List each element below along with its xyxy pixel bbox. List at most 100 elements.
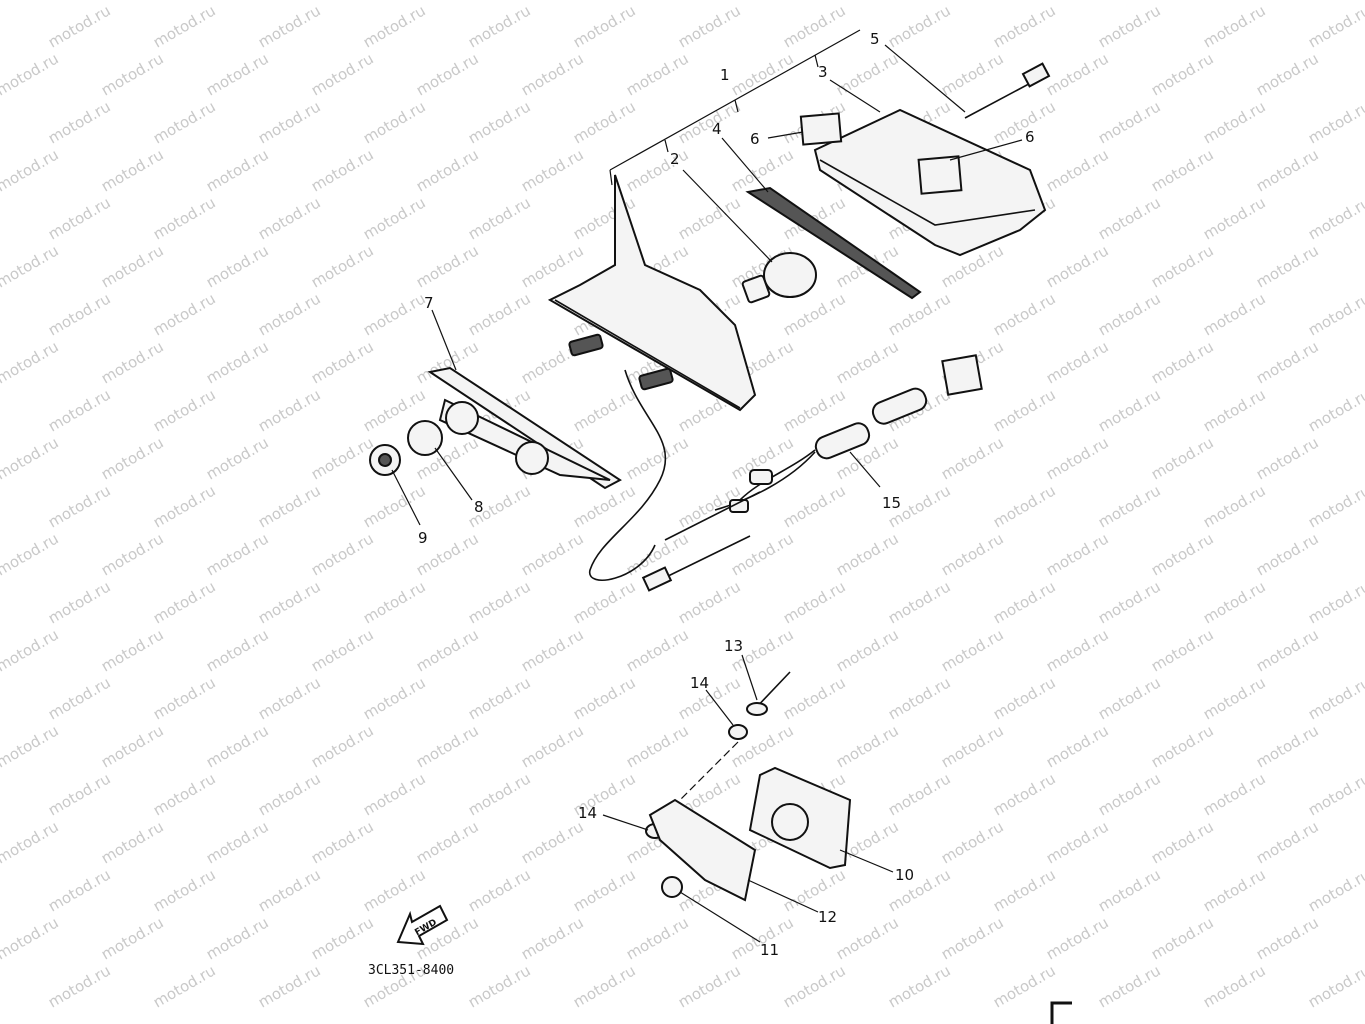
watermark-text: motod.ru xyxy=(1043,241,1112,291)
callout-13: 13 xyxy=(724,637,743,655)
watermark-text: motod.ru xyxy=(98,145,167,195)
watermark-text: motod.ru xyxy=(45,673,114,723)
watermark-text: motod.ru xyxy=(1043,145,1112,195)
watermark-text: motod.ru xyxy=(1200,385,1269,435)
callout-9: 9 xyxy=(418,529,428,547)
watermark-text: motod.ru xyxy=(833,0,902,3)
watermark-text: motod.ru xyxy=(255,481,324,531)
watermark-text: motod.ru xyxy=(255,193,324,243)
watermark-text: motod.ru xyxy=(990,1,1059,51)
watermark-text: motod.ru xyxy=(780,1,849,51)
watermark-text: motod.ru xyxy=(885,1,954,51)
watermark-text: motod.ru xyxy=(570,961,639,1011)
watermark-text: motod.ru xyxy=(518,529,587,579)
watermark-text: motod.ru xyxy=(938,721,1007,771)
watermark-text: motod.ru xyxy=(1253,913,1322,963)
wire xyxy=(664,491,761,541)
watermark-text: motod.ru xyxy=(308,625,377,675)
watermark-text: motod.ru xyxy=(308,49,377,99)
callout-labels: 1 2 3 4 5 6 6 7 8 9 10 11 12 13 14 14 15 xyxy=(418,30,1035,959)
watermark-text: motod.ru xyxy=(1200,577,1269,627)
wire-harness xyxy=(589,354,983,592)
watermark-text: motod.ru xyxy=(0,337,62,387)
watermark-text: motod.ru xyxy=(938,913,1007,963)
watermark-text: motod.ru xyxy=(255,97,324,147)
watermark-text: motod.ru xyxy=(570,481,639,531)
watermark-text: motod.ru xyxy=(1305,289,1365,339)
watermark-text: motod.ru xyxy=(465,865,534,915)
watermark-text: motod.ru xyxy=(360,577,429,627)
watermark-text: motod.ru xyxy=(1095,769,1164,819)
watermark-text: motod.ru xyxy=(833,337,902,387)
wire xyxy=(739,449,816,501)
watermark-text: motod.ru xyxy=(1305,961,1365,1011)
watermark-text: motod.ru xyxy=(203,145,272,195)
watermark-text: motod.ru xyxy=(465,577,534,627)
watermark-text: motod.ru xyxy=(1200,865,1269,915)
watermark-text: motod.ru xyxy=(1305,481,1365,531)
watermark-text: motod.ru xyxy=(885,673,954,723)
wire-terminal xyxy=(729,499,749,513)
leader-6b xyxy=(949,139,1023,161)
watermark-text: motod.ru xyxy=(570,673,639,723)
bulb xyxy=(407,420,443,456)
callout-8: 8 xyxy=(474,498,484,516)
wire xyxy=(659,535,751,581)
leader-11 xyxy=(679,891,761,943)
watermark-text: motod.ru xyxy=(465,961,534,1011)
leader-13 xyxy=(741,654,758,701)
watermark-text: motod.ru xyxy=(1200,1,1269,51)
watermark-text: motod.ru xyxy=(465,1,534,51)
watermark-text: motod.ru xyxy=(1095,481,1164,531)
leader-4 xyxy=(721,137,769,193)
watermark-text: motod.ru xyxy=(1043,817,1112,867)
watermark-text: motod.ru xyxy=(150,193,219,243)
wire-sleeve xyxy=(814,422,871,460)
lens-clip xyxy=(799,112,843,146)
leader-14b xyxy=(602,814,649,831)
watermark-text: motod.ru xyxy=(833,721,902,771)
lens-edge xyxy=(819,159,1036,226)
leader-3 xyxy=(829,79,881,113)
callout-12: 12 xyxy=(818,908,837,926)
watermark-text: motod.ru xyxy=(1200,961,1269,1011)
watermark-text: motod.ru xyxy=(1305,385,1365,435)
watermark-text: motod.ru xyxy=(623,0,692,3)
watermark-text: motod.ru xyxy=(98,529,167,579)
fwd-arrow-icon xyxy=(396,904,449,946)
watermark-text: motod.ru xyxy=(360,193,429,243)
callout-6a: 6 xyxy=(750,130,760,148)
license-light-assembly xyxy=(369,366,622,490)
watermark-text: motod.ru xyxy=(1200,769,1269,819)
watermark-text: motod.ru xyxy=(1253,49,1322,99)
watermark-text: motod.ru xyxy=(623,145,692,195)
watermark-text: motod.ru xyxy=(1200,97,1269,147)
watermark-text: motod.ru xyxy=(45,961,114,1011)
watermark-text: motod.ru xyxy=(203,0,272,3)
watermark-text: motod.ru xyxy=(1148,529,1217,579)
watermark-text: motod.ru xyxy=(255,865,324,915)
watermark-text: motod.ru xyxy=(45,577,114,627)
watermark-text: motod.ru xyxy=(1148,433,1217,483)
leader-tick xyxy=(734,99,739,113)
watermark-text: motod.ru xyxy=(1200,481,1269,531)
watermark-text: motod.ru xyxy=(885,961,954,1011)
watermark-text: motod.ru xyxy=(623,433,692,483)
watermark-text: motod.ru xyxy=(1253,433,1322,483)
watermark-text: motod.ru xyxy=(255,289,324,339)
license-light-body xyxy=(438,398,611,481)
watermark-text: motod.ru xyxy=(203,529,272,579)
leader-6a xyxy=(767,131,804,139)
watermark-text: motod.ru xyxy=(150,673,219,723)
watermark-text: motod.ru xyxy=(1305,193,1365,243)
watermark-text: motod.ru xyxy=(45,289,114,339)
watermark-text: motod.ru xyxy=(938,529,1007,579)
watermark-text: motod.ru xyxy=(1253,241,1322,291)
watermark-text: motod.ru xyxy=(833,625,902,675)
watermark-text: motod.ru xyxy=(1148,817,1217,867)
nut xyxy=(661,876,683,898)
watermark-text: motod.ru xyxy=(0,913,62,963)
watermark-text: motod.ru xyxy=(413,721,482,771)
watermark-text: motod.ru xyxy=(780,577,849,627)
watermark-text: motod.ru xyxy=(623,625,692,675)
